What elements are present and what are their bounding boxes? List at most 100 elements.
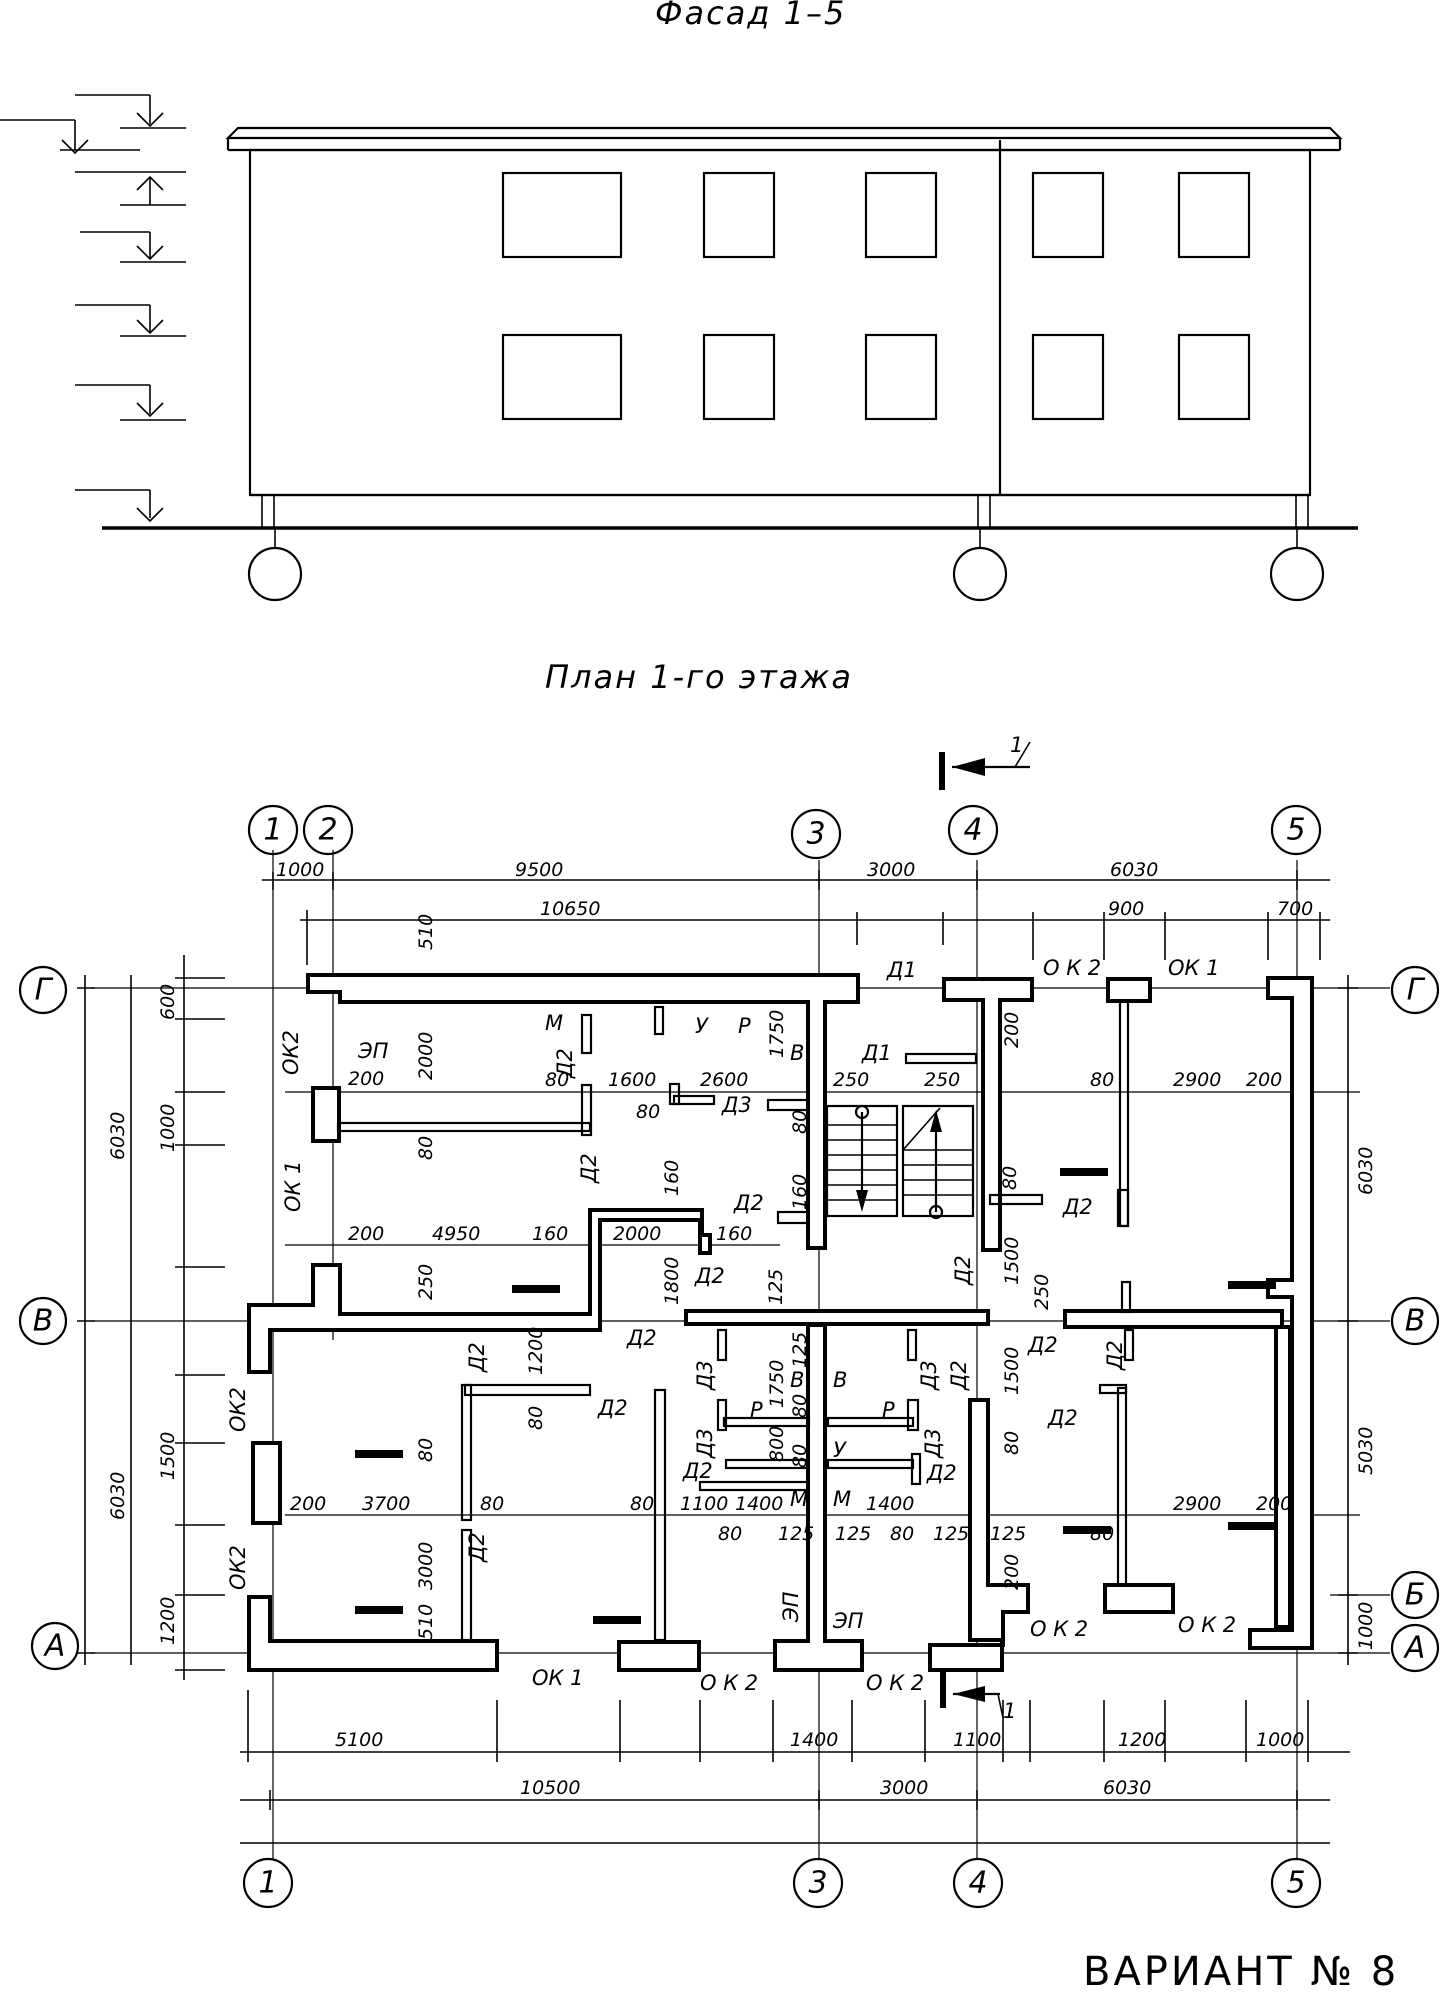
svg-text:Д2: Д2: [947, 1360, 971, 1391]
axis-bubble-1: [247, 804, 299, 856]
facade-window: [702, 171, 776, 259]
svg-text:250: 250: [924, 1069, 960, 1091]
svg-text:Р: Р: [750, 1398, 763, 1422]
svg-text:250: 250: [1031, 1274, 1053, 1310]
svg-text:5: 5: [1286, 813, 1305, 848]
svg-text:2600: 2600: [700, 1069, 748, 1091]
svg-text:1: 1: [258, 1866, 277, 1901]
axis-bubbles-right: Г В Б А: [1390, 965, 1440, 1673]
axis-bubble-4-bottom: [952, 1857, 1004, 1909]
svg-text:1500: 1500: [1001, 1347, 1023, 1395]
svg-text:80: 80: [545, 1069, 569, 1091]
svg-text:6030: 6030: [1355, 1147, 1377, 1195]
svg-text:80: 80: [1001, 1431, 1023, 1455]
svg-text:1500: 1500: [157, 1432, 179, 1480]
axis-bubble-4: [947, 804, 999, 856]
inner-dimensions: 510 2000 80 1750 200 200 80 1600 2600 80…: [290, 914, 1292, 1640]
svg-text:80: 80: [415, 1136, 437, 1160]
svg-text:Б: Б: [1405, 1578, 1426, 1613]
svg-text:Г: Г: [1407, 973, 1426, 1008]
svg-text:1100: 1100: [680, 1493, 728, 1515]
svg-text:М: М: [545, 1011, 563, 1035]
svg-text:1000: 1000: [276, 859, 324, 881]
svg-text:6030: 6030: [1110, 859, 1158, 881]
svg-text:1200: 1200: [525, 1327, 547, 1375]
svg-text:250: 250: [415, 1264, 437, 1300]
svg-text:ОК 1: ОК 1: [281, 1161, 305, 1212]
svg-text:80: 80: [999, 1166, 1021, 1190]
svg-text:Д3: Д3: [721, 1093, 752, 1117]
svg-text:200: 200: [348, 1068, 384, 1090]
svg-text:80: 80: [1090, 1523, 1114, 1545]
svg-text:3000: 3000: [415, 1542, 437, 1590]
heaters: [355, 1168, 1276, 1624]
svg-text:3000: 3000: [880, 1777, 928, 1799]
walls: [247, 973, 1314, 1672]
svg-text:160: 160: [716, 1223, 752, 1245]
staircase: [825, 1104, 975, 1220]
svg-text:Д3: Д3: [917, 1360, 941, 1391]
svg-text:200: 200: [1246, 1069, 1282, 1091]
svg-text:160: 160: [789, 1174, 811, 1210]
svg-text:4: 4: [963, 813, 982, 848]
facade-window: [1031, 171, 1105, 259]
dimensions-top: 1000 9500 3000 6030 10650 900 700: [262, 859, 1330, 965]
svg-text:Д2: Д2: [733, 1191, 764, 1215]
axis-bubble-1-bottom: [242, 1857, 294, 1909]
svg-text:1200: 1200: [1118, 1729, 1166, 1751]
svg-text:200: 200: [1001, 1554, 1023, 1590]
svg-text:Д2: Д2: [577, 1153, 601, 1184]
svg-text:510: 510: [415, 1604, 437, 1640]
svg-text:125: 125: [778, 1523, 814, 1545]
svg-text:80: 80: [636, 1101, 660, 1123]
svg-text:Д2: Д2: [951, 1255, 975, 1286]
svg-text:А: А: [1403, 1631, 1426, 1666]
svg-text:10650: 10650: [540, 898, 600, 920]
svg-text:1000: 1000: [157, 1104, 179, 1152]
svg-text:Д2: Д2: [926, 1461, 957, 1485]
svg-text:ЭП: ЭП: [357, 1039, 389, 1063]
svg-text:160: 160: [661, 1160, 683, 1196]
svg-text:5030: 5030: [1355, 1427, 1377, 1475]
svg-text:80: 80: [718, 1523, 742, 1545]
svg-text:6030: 6030: [1103, 1777, 1151, 1799]
svg-text:1500: 1500: [1001, 1237, 1023, 1285]
axis-bubbles-left: Г В А: [18, 965, 80, 1671]
variant-title: ВАРИАНТ № 8: [1083, 1949, 1399, 1995]
svg-text:1600: 1600: [608, 1069, 656, 1091]
svg-text:Д2: Д2: [597, 1396, 628, 1420]
axis-bubble-5-bottom: [1270, 1857, 1322, 1909]
svg-text:В: В: [833, 1368, 847, 1392]
svg-text:А: А: [43, 1629, 66, 1664]
plan-title: План 1-го этажа: [545, 658, 853, 696]
floor-plan: План 1-го этажа 1 1 2 3 4: [18, 658, 1440, 1909]
svg-text:Д2: Д2: [682, 1459, 713, 1483]
svg-text:1400: 1400: [790, 1729, 838, 1751]
svg-text:1750: 1750: [766, 1010, 788, 1058]
svg-text:2000: 2000: [415, 1032, 437, 1080]
svg-text:В: В: [33, 1304, 54, 1339]
svg-text:4: 4: [968, 1866, 987, 1901]
svg-text:80: 80: [480, 1493, 504, 1515]
section-mark-bottom: 1: [1003, 1699, 1016, 1723]
svg-text:200: 200: [348, 1223, 384, 1245]
facade-window: [1031, 333, 1105, 421]
facade-window: [864, 171, 938, 259]
svg-text:Д2: Д2: [1027, 1333, 1058, 1357]
svg-text:1200: 1200: [157, 1597, 179, 1645]
svg-text:3700: 3700: [362, 1493, 410, 1515]
svg-text:80: 80: [415, 1438, 437, 1462]
svg-text:1000: 1000: [1355, 1602, 1377, 1650]
svg-text:80: 80: [789, 1110, 811, 1134]
facade-axis-bubble: [1269, 546, 1325, 602]
svg-text:У: У: [833, 1438, 847, 1462]
axis-bubble-3: [790, 808, 842, 860]
svg-text:Д3: Д3: [693, 1360, 717, 1391]
svg-text:3: 3: [808, 1866, 827, 1901]
svg-text:9500: 9500: [515, 859, 563, 881]
svg-text:В: В: [790, 1368, 804, 1392]
svg-text:6030: 6030: [107, 1472, 129, 1520]
svg-text:1100: 1100: [953, 1729, 1001, 1751]
svg-text:5: 5: [1286, 1866, 1305, 1901]
svg-text:В: В: [790, 1041, 804, 1065]
